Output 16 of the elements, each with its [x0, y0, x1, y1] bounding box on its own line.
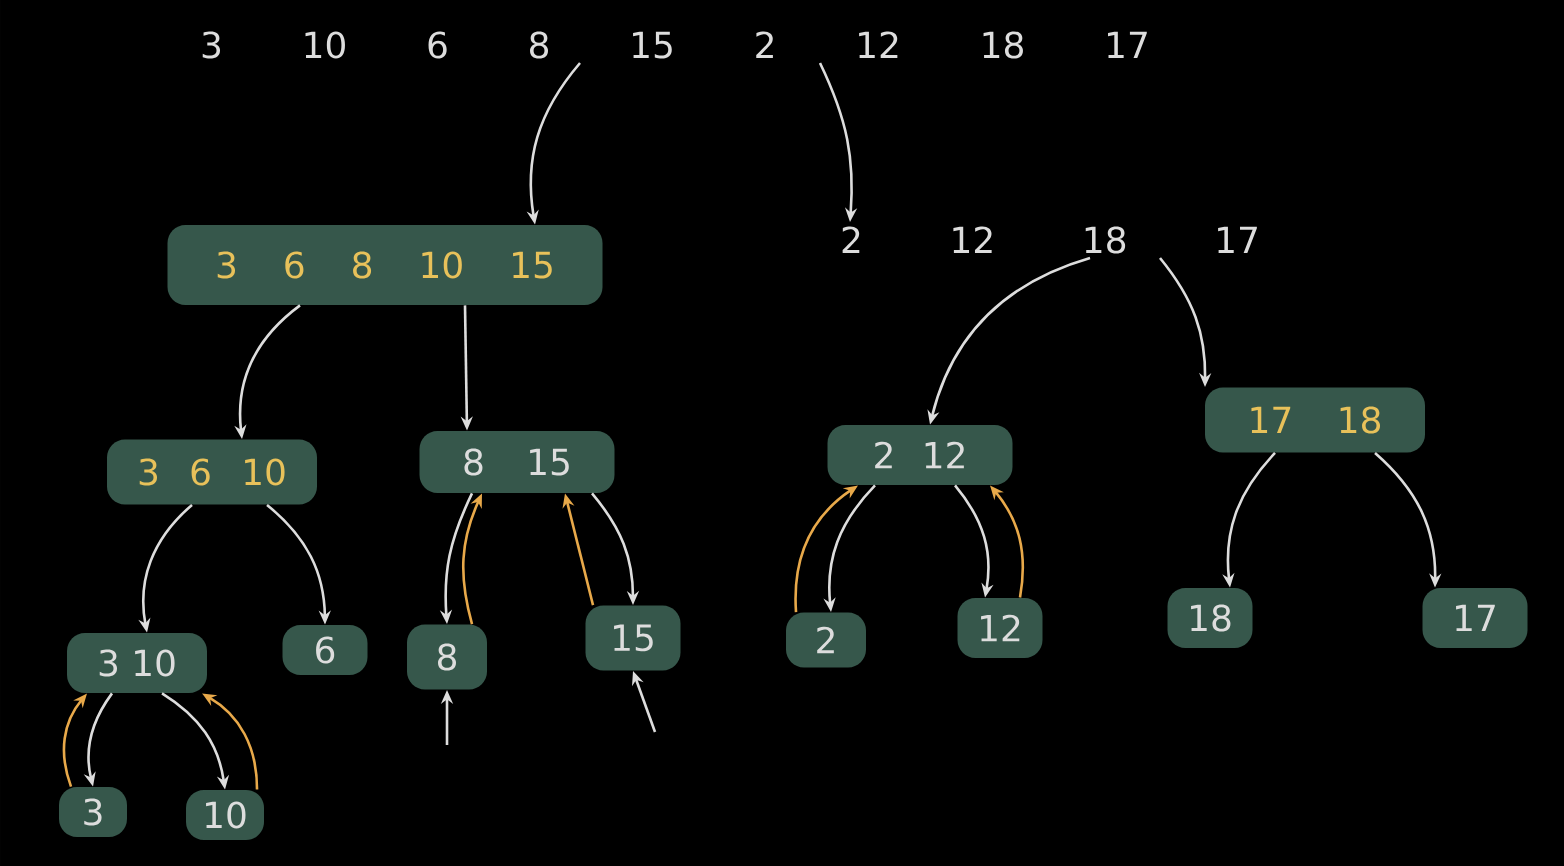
number-box: 3 10: [67, 633, 207, 693]
number-box: 3: [59, 787, 127, 837]
number-sequence: 2 12 18 17: [842, 226, 1257, 254]
number-box: 17 18: [1205, 387, 1425, 453]
number-box: 2 12: [827, 425, 1013, 485]
number-box: 8: [407, 624, 487, 690]
number-box: 3 6 10: [107, 439, 317, 505]
number-box: 3 6 8 10 15: [167, 225, 603, 305]
number-box: 12: [957, 598, 1043, 658]
number-box: 8 15: [419, 431, 615, 493]
number-box: 2: [786, 612, 866, 668]
number-box: 17: [1422, 588, 1528, 648]
number-sequence: 3 10 6 8 15 2 12 18 17: [202, 31, 1147, 59]
number-box: 6: [282, 625, 368, 675]
number-box: 10: [186, 790, 264, 840]
number-box: 15: [585, 605, 681, 671]
